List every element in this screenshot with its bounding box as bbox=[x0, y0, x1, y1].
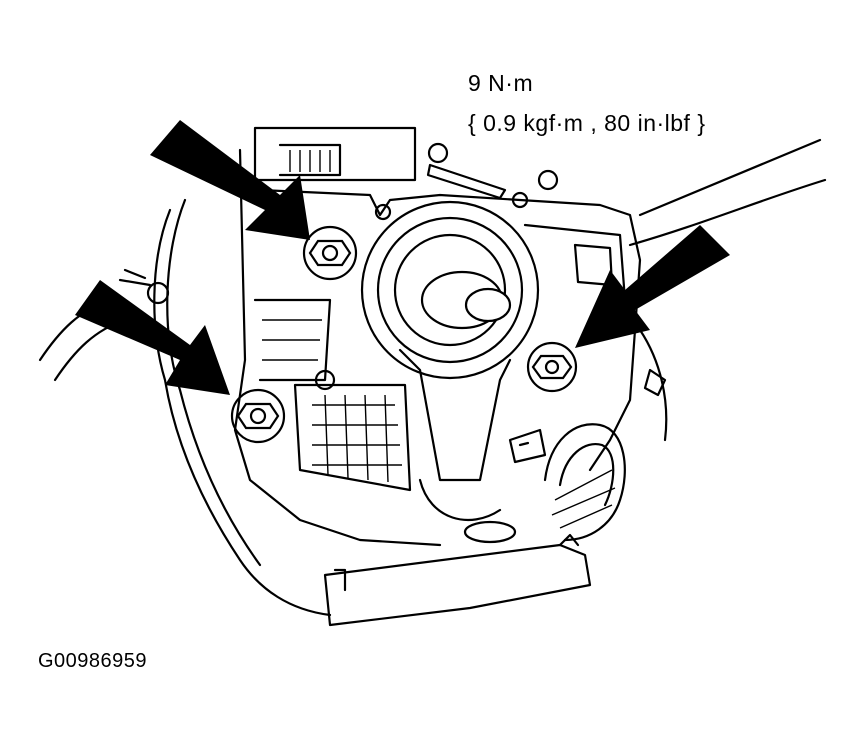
mounting-bracket bbox=[253, 298, 412, 492]
clips bbox=[314, 142, 559, 391]
arrow-lower-left bbox=[75, 280, 230, 395]
torque-value-alternate: { 0.9 kgf·m , 80 in·lbf } bbox=[468, 110, 706, 136]
nut-lower-left bbox=[230, 388, 286, 444]
lower-cover bbox=[323, 533, 592, 627]
steering-shaft bbox=[360, 200, 540, 544]
wiring-harness bbox=[508, 423, 626, 542]
column-housing bbox=[38, 126, 827, 617]
nut-upper-left bbox=[302, 225, 358, 281]
figure-id: G00986959 bbox=[38, 650, 148, 672]
arrow-upper-left bbox=[150, 120, 310, 240]
arrow-right bbox=[575, 225, 730, 348]
nut-right bbox=[526, 341, 578, 393]
torque-value-nm: 9 N·m bbox=[468, 70, 534, 96]
